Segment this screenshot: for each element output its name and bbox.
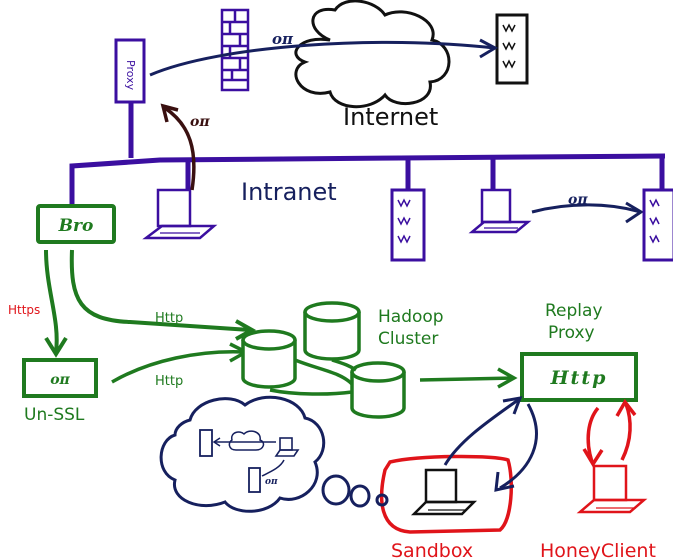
thought-laptop-icon — [274, 437, 300, 457]
replay-box-text: Http — [550, 367, 608, 389]
hadoop-cluster-icon — [241, 301, 406, 419]
http-top-label: Http — [155, 311, 183, 326]
honeyclient-laptop-icon — [576, 464, 648, 514]
internet-cloud — [294, 0, 451, 109]
intranet-server-1-icon — [390, 188, 426, 262]
intranet-label: Intranet — [241, 178, 337, 206]
replay-honeyclient-arrows — [582, 398, 637, 468]
thought-server-icon — [199, 429, 261, 493]
thought-arrows — [212, 437, 285, 477]
http-bottom-label: Http — [155, 374, 183, 389]
sandbox-frame — [379, 454, 514, 534]
honeyclient-label: HoneyClient — [540, 540, 656, 560]
internet-server-icon — [495, 13, 529, 85]
up-arrow-tag: oπ — [190, 114, 210, 130]
bro-box-text: Bro — [58, 216, 94, 236]
intranet-laptop-2-icon — [468, 188, 532, 234]
proxy-to-internet-arrow — [149, 38, 499, 77]
unssl-box: oπ — [22, 358, 98, 398]
internet-label: Internet — [343, 103, 438, 131]
replay-proxy-box: Http — [520, 352, 638, 402]
firewall-icon — [220, 8, 250, 92]
replay-label-line2: Proxy — [548, 323, 595, 343]
proxy-vertical-label: Proxy — [124, 60, 137, 91]
intranet-arrow-tag: oπ — [568, 192, 588, 208]
internet-arrow-tag: oπ — [272, 30, 294, 48]
proxy-server: Proxy — [114, 38, 146, 104]
unssl-box-text: oπ — [50, 372, 70, 388]
hadoop-label-line1: Hadoop — [378, 307, 444, 327]
laptop-to-proxy-arrow — [160, 103, 196, 191]
intranet-laptop-1-icon — [142, 188, 218, 240]
intranet-laptop-to-server-arrow — [531, 201, 644, 224]
sandbox-replay-arrows — [443, 396, 538, 492]
thought-cloud — [159, 395, 389, 513]
sandbox-label: Sandbox — [391, 540, 473, 560]
https-arrow — [44, 249, 68, 358]
sandbox-laptop-icon — [410, 468, 478, 516]
unssl-label: Un-SSL — [24, 405, 85, 425]
thought-tag: oπ — [265, 477, 278, 487]
hadoop-to-replay-arrow — [419, 367, 518, 389]
intranet-bus — [69, 153, 666, 205]
thought-cloud-mini-icon — [228, 430, 265, 451]
replay-label-line1: Replay — [545, 301, 603, 321]
bro-to-hadoop-arrow — [69, 249, 257, 341]
intranet-server-2-icon — [642, 188, 673, 262]
hadoop-label-line2: Cluster — [378, 329, 438, 349]
bro-box: Bro — [36, 204, 116, 244]
https-label: Https — [8, 303, 40, 317]
